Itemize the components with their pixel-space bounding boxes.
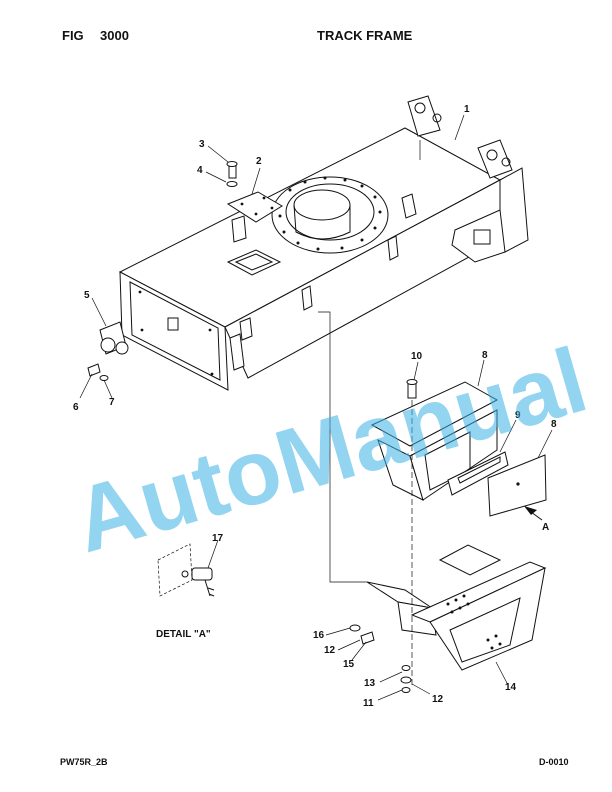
callout-2: 2 [256,156,262,167]
page-title: TRACK FRAME [317,28,413,43]
callout-13: 13 [364,678,376,689]
view-arrow-label: A [542,522,549,533]
model-code: PW75R_2B [60,757,108,767]
view-arrow-a [524,506,543,521]
callout-6: 6 [73,402,79,413]
assembly-center-lines [318,311,413,688]
page-code: D-0010 [539,757,569,767]
callout-11: 11 [363,698,374,709]
callout-15: 15 [343,659,355,670]
callout-17: 17 [212,533,224,544]
leader-lines [79,114,553,701]
cover-plate-assembly [226,161,283,223]
callout-10: 10 [411,351,423,362]
callout-8-lid: 8 [551,419,557,430]
callout-12-lower: 12 [432,694,444,705]
callout-1: 1 [464,104,470,115]
callout-16: 16 [313,630,325,641]
detail-a-lock [157,543,215,597]
callout-4: 4 [197,165,203,176]
track-frame-body [118,95,529,391]
callout-7: 7 [109,397,115,408]
step-bracket-assembly [349,544,547,693]
figure-label: FIG [62,28,84,43]
callout-8-box: 8 [482,350,488,361]
callout-14: 14 [505,682,517,693]
tow-hitch-assembly [87,321,129,381]
callout-9: 9 [515,410,521,421]
figure-number: 3000 [100,28,129,43]
callout-12-upper: 12 [324,645,336,656]
callout-5: 5 [84,290,90,301]
callout-3: 3 [199,139,205,150]
detail-a-label: DETAIL "A" [156,629,211,640]
